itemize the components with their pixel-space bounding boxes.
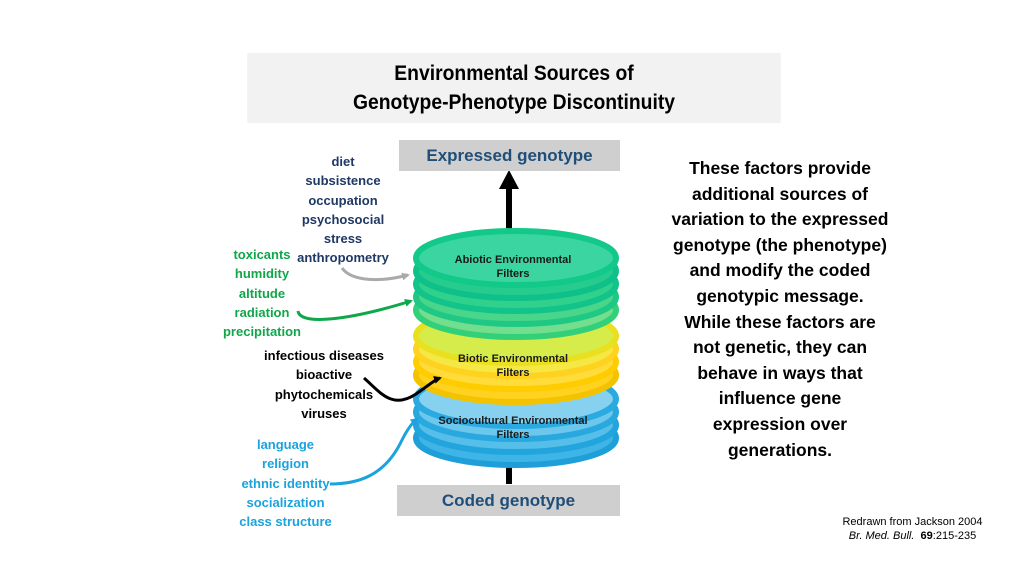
central-arrow-head bbox=[499, 170, 519, 189]
explanation-line: These factors provide bbox=[689, 158, 871, 178]
citation-line-1: Redrawn from Jackson 2004 bbox=[842, 516, 983, 528]
factor-item: psychosocial bbox=[301, 211, 385, 227]
explanation-line: not genetic, they can bbox=[692, 337, 868, 358]
abiotic-filter bbox=[413, 228, 619, 340]
explanation-line: genotype (the phenotype) bbox=[673, 234, 887, 255]
factor-item: toxicants bbox=[233, 247, 291, 262]
sociocultural-label-line-2: Filters bbox=[496, 429, 530, 441]
coded-genotype-box: Coded genotype bbox=[397, 485, 620, 516]
language-factor-list: language religion ethnic identity social… bbox=[228, 435, 343, 531]
biotic-label-line-2: Filters bbox=[496, 367, 530, 379]
explanation-line: While these factors are bbox=[684, 311, 876, 332]
factor-item: altitude bbox=[238, 285, 286, 301]
factor-item: class structure bbox=[239, 514, 332, 530]
explanation-line: generations. bbox=[727, 439, 833, 460]
abiotic-label-line-2: Filters bbox=[496, 268, 530, 280]
sociocultural-label-line-1: Sociocultural Environmental bbox=[438, 415, 588, 427]
explanation-line: expression over bbox=[712, 413, 848, 434]
abiotic-filter-label: Abiotic Environmental Filters bbox=[418, 253, 608, 281]
expressed-genotype-box: Expressed genotype bbox=[399, 140, 620, 171]
title-line-2: Genotype-Phenotype Discontinuity bbox=[352, 91, 676, 114]
factor-item: anthropometry bbox=[297, 250, 389, 266]
factor-item: precipitation bbox=[222, 324, 301, 340]
slide-title: Environmental Sources of Genotype-Phenot… bbox=[247, 53, 781, 123]
factor-item: radiation bbox=[234, 304, 290, 320]
citation-journal: Br. Med. Bull. bbox=[848, 530, 915, 542]
biotic-filter-label: Biotic Environmental Filters bbox=[418, 352, 608, 380]
explanation-line: and modify the coded bbox=[689, 260, 871, 281]
biotic-label-line-1: Biotic Environmental bbox=[457, 353, 569, 365]
factor-item: infectious diseases bbox=[264, 348, 384, 363]
explanation-line: genotypic message. bbox=[696, 285, 864, 306]
infectious-factor-list: infectious diseases bioactive phytochemi… bbox=[258, 346, 390, 423]
factor-item: religion bbox=[262, 456, 309, 472]
abiotic-label-line-1: Abiotic Environmental bbox=[454, 254, 572, 266]
title-line-1: Environmental Sources of bbox=[394, 62, 634, 85]
factor-item: diet bbox=[331, 154, 355, 169]
explanation-line: additional sources of bbox=[692, 183, 868, 204]
toxicants-factor-list: toxicants humidity altitude radiation pr… bbox=[216, 245, 308, 341]
factor-item: stress bbox=[323, 231, 363, 247]
diet-factor-list: diet subsistence occupation psychosocial… bbox=[293, 152, 393, 268]
factor-item: socialization bbox=[246, 494, 325, 510]
factor-item: humidity bbox=[234, 266, 290, 282]
explanation-line: behave in ways that bbox=[697, 362, 863, 383]
explanation-text: These factors provide additional sources… bbox=[660, 156, 900, 463]
sociocultural-filter-label: Sociocultural Environmental Filters bbox=[418, 414, 608, 442]
infectious-arrow bbox=[363, 376, 442, 402]
citation: Redrawn from Jackson 2004 Br. Med. Bull.… bbox=[830, 515, 995, 543]
citation-volume: 69 bbox=[920, 530, 933, 542]
language-arrow bbox=[329, 417, 419, 486]
factor-item: phytochemicals bbox=[274, 386, 374, 402]
explanation-line: influence gene bbox=[718, 388, 842, 409]
citation-pages: :215-235 bbox=[932, 530, 977, 542]
diet-arrow bbox=[340, 266, 410, 282]
factor-item: ethnic identity bbox=[241, 475, 330, 491]
factor-item: language bbox=[256, 437, 315, 452]
factor-item: viruses bbox=[301, 405, 347, 421]
citation-line-2: Br. Med. Bull. 69:215-235 bbox=[830, 529, 995, 543]
factor-item: bioactive bbox=[295, 367, 353, 383]
factor-item: subsistence bbox=[305, 173, 381, 189]
factor-item: occupation bbox=[308, 192, 378, 208]
toxicants-arrow bbox=[296, 298, 413, 321]
explanation-line: variation to the expressed bbox=[671, 209, 889, 230]
